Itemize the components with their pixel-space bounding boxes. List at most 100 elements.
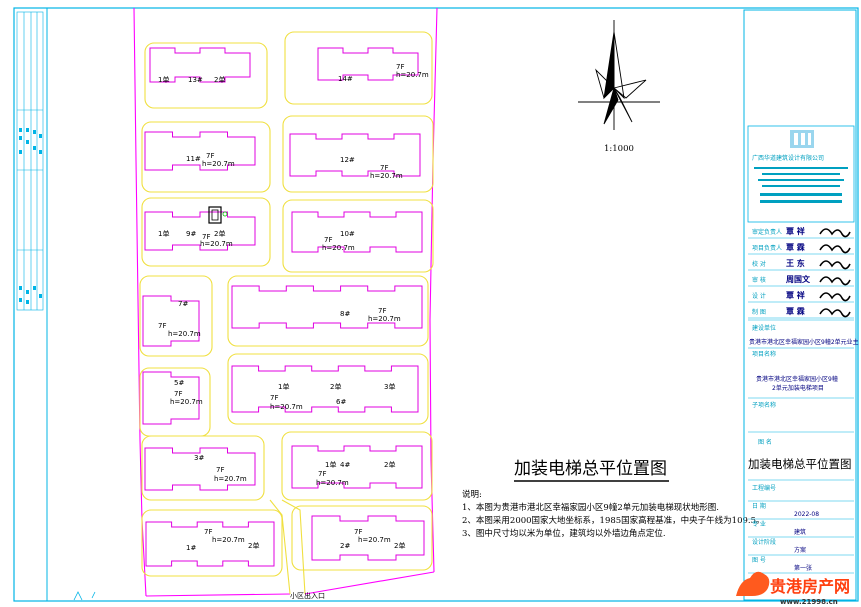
role-name: 覃 霖	[786, 306, 805, 316]
building-9-floors: 7F	[202, 233, 210, 241]
building-4-floors: 7F	[318, 470, 326, 478]
gate-label: 小区出入口	[290, 591, 325, 600]
company-name: 广西华道建筑设计有限公司	[752, 154, 824, 162]
signature-mark	[819, 228, 851, 238]
building-13-footprint	[149, 47, 251, 83]
signature-mark	[819, 260, 851, 270]
building-9-unit2: 2单	[214, 229, 225, 238]
building-1-unit2: 2单	[248, 541, 259, 550]
role-name: 覃 祥	[786, 226, 805, 236]
building-13-unit1: 1单	[158, 75, 169, 84]
client-value: 贵港市港北区幸福家园小区9幢2单元业主	[749, 338, 859, 346]
company-logo-icon	[790, 130, 814, 148]
building-8-footprint	[231, 285, 423, 329]
building-10-floors: 7F	[324, 236, 332, 244]
building-14-floors: 7F	[396, 63, 404, 71]
building-5-footprint	[142, 371, 200, 425]
info-row-label: 设计阶段	[752, 538, 776, 546]
building-6-footprint	[231, 365, 419, 413]
role-name: 覃 祥	[786, 290, 805, 300]
building-12-floors: 7F	[380, 164, 388, 172]
building-11-floors: 7F	[206, 152, 214, 160]
subitem-label: 子项名称	[752, 401, 776, 409]
client-label: 建设单位	[752, 324, 776, 332]
building-11-height: h=20.7m	[202, 160, 235, 168]
building-4-unit1: 1单	[325, 460, 336, 469]
building-12-height: h=20.7m	[370, 172, 403, 180]
building-4-footprint	[291, 445, 423, 489]
elevator-addition-marker	[208, 206, 228, 224]
building-6-unit2: 2单	[330, 382, 341, 391]
building-2-floors: 7F	[354, 528, 362, 536]
building-7-height: h=20.7m	[168, 330, 201, 338]
project-label: 项目名称	[752, 350, 776, 358]
left-signature-strip	[16, 11, 44, 311]
building-12-footprint	[289, 133, 421, 177]
building-6-height: h=20.7m	[270, 403, 303, 411]
building-13-number: 13#	[188, 76, 203, 84]
buildings-layer	[142, 47, 425, 567]
drawing-name-value: 加装电梯总平位置图	[748, 457, 852, 471]
building-1-floors: 7F	[204, 528, 212, 536]
role-label: 审定负责人	[752, 228, 782, 236]
building-5-floors: 7F	[174, 390, 182, 398]
drawing-title: 加装电梯总平位置图	[514, 459, 667, 479]
building-8-height: h=20.7m	[368, 315, 401, 323]
role-name: 王 东	[786, 258, 805, 268]
north-arrow-icon	[578, 20, 660, 130]
building-7-footprint	[142, 295, 200, 347]
building-3-floors: 7F	[216, 466, 224, 474]
road-outlines	[139, 31, 434, 595]
building-2-height: h=20.7m	[358, 536, 391, 544]
building-9-footprint	[144, 211, 256, 251]
building-14-height: h=20.7m	[396, 71, 429, 79]
info-row-label: 工程编号	[752, 484, 776, 492]
elephant-logo-icon	[736, 571, 770, 596]
building-3-height: h=20.7m	[214, 475, 247, 483]
building-6-unit3: 3单	[384, 382, 395, 391]
info-row-value: 建筑	[794, 528, 806, 536]
building-6-floors: 7F	[270, 394, 278, 402]
building-11-footprint	[144, 131, 256, 171]
building-7-floors: 7F	[158, 322, 166, 330]
building-8-number: 8#	[340, 310, 350, 318]
building-9-unit1: 1单	[158, 229, 169, 238]
info-row-label: 日 期	[752, 502, 766, 510]
title-block-dividers	[748, 319, 854, 481]
role-label: 设 计	[752, 292, 766, 300]
building-5-number: 5#	[174, 379, 184, 387]
building-4-height: h=20.7m	[316, 479, 349, 487]
building-10-number: 10#	[340, 230, 355, 238]
notes-heading: 说明:	[462, 489, 482, 500]
title-block: 广西华道建筑设计有限公司 审定负责人覃 祥项目负责人覃 霖校 对王 东审 核周国…	[743, 9, 857, 601]
role-label: 项目负责人	[752, 244, 782, 252]
signature-mark	[819, 244, 851, 254]
signature-mark	[819, 276, 851, 286]
building-2-unit2: 2单	[394, 541, 405, 550]
building-10-footprint	[291, 211, 423, 253]
project-value-line2: 2单元加装电梯项目	[772, 384, 824, 392]
signature-mark	[819, 292, 851, 302]
info-row-value: 方案	[794, 546, 806, 554]
watermark-url: www.21998.cn	[780, 598, 838, 606]
project-value-line1: 贵港市港北区幸福家园小区9幢	[756, 375, 838, 383]
gate-symbol	[73, 591, 96, 601]
building-10-height: h=20.7m	[322, 244, 355, 252]
info-row-value: 2022-08	[794, 511, 819, 518]
site-watermark: 贵港房产网 www.21998.cn	[736, 571, 850, 606]
building-12-number: 12#	[340, 156, 355, 164]
role-name: 周国文	[786, 274, 811, 284]
info-row-value: 第一张	[794, 564, 812, 572]
building-3-footprint	[144, 447, 256, 491]
building-5-height: h=20.7m	[170, 398, 203, 406]
building-6-unit1: 1单	[278, 382, 289, 391]
building-8-floors: 7F	[378, 307, 386, 315]
site-boundary	[133, 7, 438, 597]
building-11-number: 11#	[186, 155, 201, 163]
note-line-2: 2、本图采用2000国家大地坐标系，1985国家高程基准，中央子午线为109.5…	[462, 515, 765, 526]
role-label: 制 图	[752, 308, 766, 316]
building-1-height: h=20.7m	[212, 536, 245, 544]
building-6-number: 6#	[336, 398, 346, 406]
building-9-height: h=20.7m	[200, 240, 233, 248]
